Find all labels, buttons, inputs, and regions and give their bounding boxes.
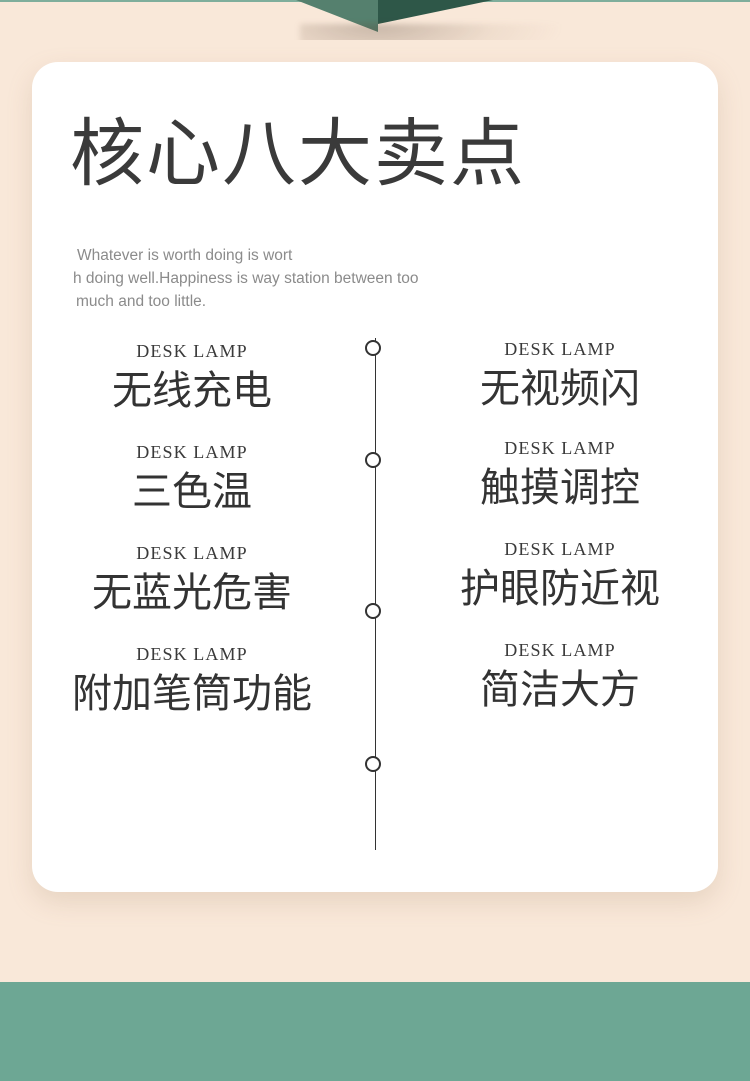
feature-headline: 无线充电: [112, 368, 272, 413]
feature-item: DESK LAMP 护眼防近视: [410, 538, 710, 613]
center-timeline-line: [365, 338, 381, 850]
feature-headline: 无视频闪: [480, 366, 640, 411]
subtitle-line-2: h doing well.Happiness is way station be…: [73, 270, 419, 287]
feature-eyebrow: DESK LAMP: [136, 441, 248, 462]
chevron-drop-shadow: [300, 24, 560, 40]
feature-headline: 触摸调控: [480, 465, 640, 510]
subtitle-line-3: much and too little.: [76, 293, 207, 310]
feature-eyebrow: DESK LAMP: [136, 542, 248, 563]
feature-item: DESK LAMP 附加笔筒功能: [42, 643, 342, 718]
feature-column-right: DESK LAMP 无视频闪 DESK LAMP 触摸调控 DESK LAMP …: [410, 339, 710, 714]
feature-headline: 简洁大方: [480, 667, 640, 712]
chevron-right-face-icon: [378, 0, 493, 24]
feature-headline: 护眼防近视: [460, 566, 660, 611]
feature-headline: 无蓝光危害: [92, 570, 292, 615]
top-chevron-banner: [0, 0, 750, 40]
bottom-green-band: [0, 982, 750, 1081]
feature-column-left: DESK LAMP 无线充电 DESK LAMP 三色温 DESK LAMP 无…: [42, 341, 342, 718]
timeline-node-3: [365, 603, 381, 619]
feature-eyebrow: DESK LAMP: [504, 437, 616, 458]
feature-eyebrow: DESK LAMP: [136, 341, 248, 361]
feature-eyebrow: DESK LAMP: [504, 538, 616, 559]
page-subtitle: Whatever is worth doing is wort h doing …: [73, 244, 547, 313]
feature-item: DESK LAMP 无视频闪: [410, 339, 710, 413]
feature-item: DESK LAMP 三色温: [42, 441, 342, 516]
timeline-node-2: [365, 452, 381, 468]
chevron-left-face-icon: [296, 0, 378, 32]
feature-headline: 三色温: [132, 469, 252, 514]
feature-item: DESK LAMP 无线充电: [42, 341, 342, 415]
selling-points-card: 核心八大卖点 Whatever is worth doing is wort h…: [32, 62, 718, 892]
feature-eyebrow: DESK LAMP: [136, 643, 248, 664]
card-inner: 核心八大卖点 Whatever is worth doing is wort h…: [32, 62, 718, 892]
timeline-node-1: [365, 340, 381, 356]
timeline-node-4: [365, 756, 381, 772]
feature-eyebrow: DESK LAMP: [504, 639, 616, 660]
feature-eyebrow: DESK LAMP: [504, 339, 616, 359]
subtitle-line-1: Whatever is worth doing is wort: [77, 247, 293, 264]
feature-item: DESK LAMP 无蓝光危害: [42, 542, 342, 617]
page-title: 核心八大卖点: [70, 112, 526, 195]
feature-item: DESK LAMP 简洁大方: [410, 639, 710, 714]
feature-headline: 附加笔筒功能: [72, 671, 312, 716]
feature-item: DESK LAMP 触摸调控: [410, 437, 710, 512]
